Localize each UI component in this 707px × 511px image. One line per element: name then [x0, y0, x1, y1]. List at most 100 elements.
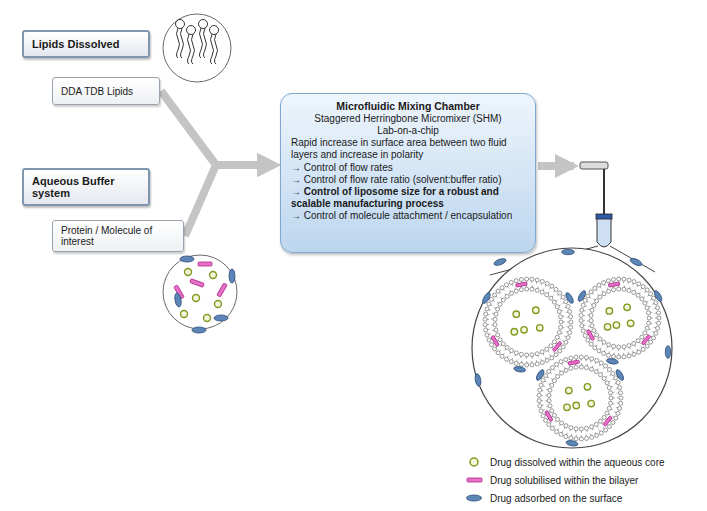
bilayer-drug	[516, 282, 528, 287]
liposomes	[474, 249, 670, 447]
aqueous-drug	[564, 404, 570, 410]
node-text: Lab-on-a-chip	[291, 125, 525, 137]
lipid-tail	[177, 28, 180, 58]
lipid-head	[199, 20, 208, 29]
bilayer-drug	[190, 279, 205, 288]
bilayer-drug	[641, 335, 651, 346]
liposome-zoom-circle	[472, 248, 672, 448]
surface-drug	[606, 358, 619, 365]
node-text: → Control of molecule attachment / encap…	[291, 210, 525, 222]
flow-connector	[161, 91, 274, 165]
input-box: Protein / Molecule of interest	[52, 220, 184, 252]
lipid-tail	[188, 34, 191, 64]
surface-drug	[615, 369, 625, 382]
surface-drug	[180, 256, 194, 262]
aqueous-drug	[215, 301, 222, 308]
output-arrow	[538, 162, 574, 170]
surface-drug	[174, 293, 182, 308]
aqueous-drug	[588, 400, 594, 406]
aqueous-drug	[511, 329, 517, 335]
aqueous-drug	[210, 272, 217, 279]
node-text: → Control of flow rate ratio (solvent:bu…	[291, 174, 525, 186]
legend-text: Drug dissolved within the aqueous core	[490, 457, 665, 468]
legend-row: Drug solubilised within the bilayer	[466, 474, 638, 486]
molecules	[174, 256, 235, 333]
lipid-bubble	[163, 14, 231, 82]
liposome	[481, 277, 575, 373]
aqueous-drug	[533, 307, 539, 313]
bilayer-drug	[586, 329, 594, 340]
node-text: Lipids Dissolved	[32, 38, 140, 50]
lipid-tail	[181, 28, 184, 58]
legend-swatch	[466, 456, 484, 468]
lipid-head	[176, 20, 185, 29]
input-box: DDA TDB Lipids	[52, 77, 160, 105]
bilayer-drug	[608, 282, 620, 287]
lipid-tail	[200, 28, 203, 58]
aqueous-drug	[513, 311, 519, 317]
tubing	[580, 162, 608, 169]
legend-swatch	[466, 474, 484, 486]
lipid-head	[187, 26, 196, 35]
surface-drug	[192, 327, 206, 333]
bilayer-drug	[217, 283, 227, 297]
aqueous-drug	[613, 322, 619, 328]
aqueous-drug	[521, 327, 527, 333]
aqueous-drug	[537, 325, 543, 331]
surface-drug	[566, 440, 579, 447]
surface-drug	[653, 290, 663, 303]
surface-drug	[629, 257, 643, 267]
vial-cap	[596, 214, 612, 219]
aqueous-drug	[627, 320, 633, 326]
node-text: → Control of liposome size for a robust …	[291, 186, 525, 210]
surface-drug	[564, 292, 574, 305]
legend-swatch	[466, 492, 484, 504]
node-text: → Control of flow rates	[291, 162, 525, 174]
aqueous-drug	[604, 324, 610, 330]
lipid-molecules	[176, 20, 219, 65]
molecule-bubble	[163, 255, 237, 329]
surface-drug	[513, 366, 526, 373]
aqueous-drug	[185, 269, 192, 276]
vial	[597, 218, 611, 247]
surface-drug	[214, 315, 228, 321]
node-text: Microfluidic Mixing Chamber	[291, 100, 525, 113]
surface-drug	[474, 373, 482, 386]
node-text: Aqueous Buffer system	[32, 175, 140, 199]
surface-drug	[229, 269, 235, 283]
aqueous-drug	[584, 384, 590, 390]
node-text: Staggered Herringbone Micromixer (SHM)	[291, 113, 525, 125]
tubing-line	[603, 169, 605, 218]
bilayer-drug	[603, 416, 613, 427]
bilayer-drug	[491, 335, 499, 346]
input-heading-box: Lipids Dissolved	[22, 30, 150, 58]
bilayer-drug	[545, 410, 553, 421]
bilayer-drug	[552, 341, 562, 352]
bilayer-drug	[198, 262, 212, 266]
liposome	[535, 355, 625, 447]
aqueous-drug	[573, 402, 579, 408]
surface-drug	[562, 249, 575, 254]
aqueous-drug	[566, 387, 572, 393]
surface-drug	[665, 346, 670, 359]
flow-connector	[185, 165, 274, 236]
liposome	[577, 277, 664, 365]
surface-drug	[481, 292, 491, 305]
lipid-tail	[211, 34, 214, 64]
input-heading-box: Aqueous Buffer system	[22, 168, 150, 206]
lipid-head	[210, 26, 219, 35]
lipid-tail	[204, 28, 207, 58]
aqueous-drug	[204, 315, 211, 322]
lipid-tail	[215, 34, 218, 64]
lipid-tail	[192, 34, 195, 64]
legend-row: Drug dissolved within the aqueous core	[466, 456, 665, 468]
legend-text: Drug solubilised within the bilayer	[490, 475, 638, 486]
surface-drug	[535, 369, 545, 382]
node-text: Rapid increase in surface area between t…	[291, 137, 525, 161]
aqueous-drug	[193, 295, 200, 302]
aqueous-drug	[624, 304, 630, 310]
node-text: DDA TDB Lipids	[61, 86, 151, 97]
aqueous-drug	[606, 308, 612, 314]
legend-text: Drug adsorbed on the surface	[490, 493, 622, 504]
